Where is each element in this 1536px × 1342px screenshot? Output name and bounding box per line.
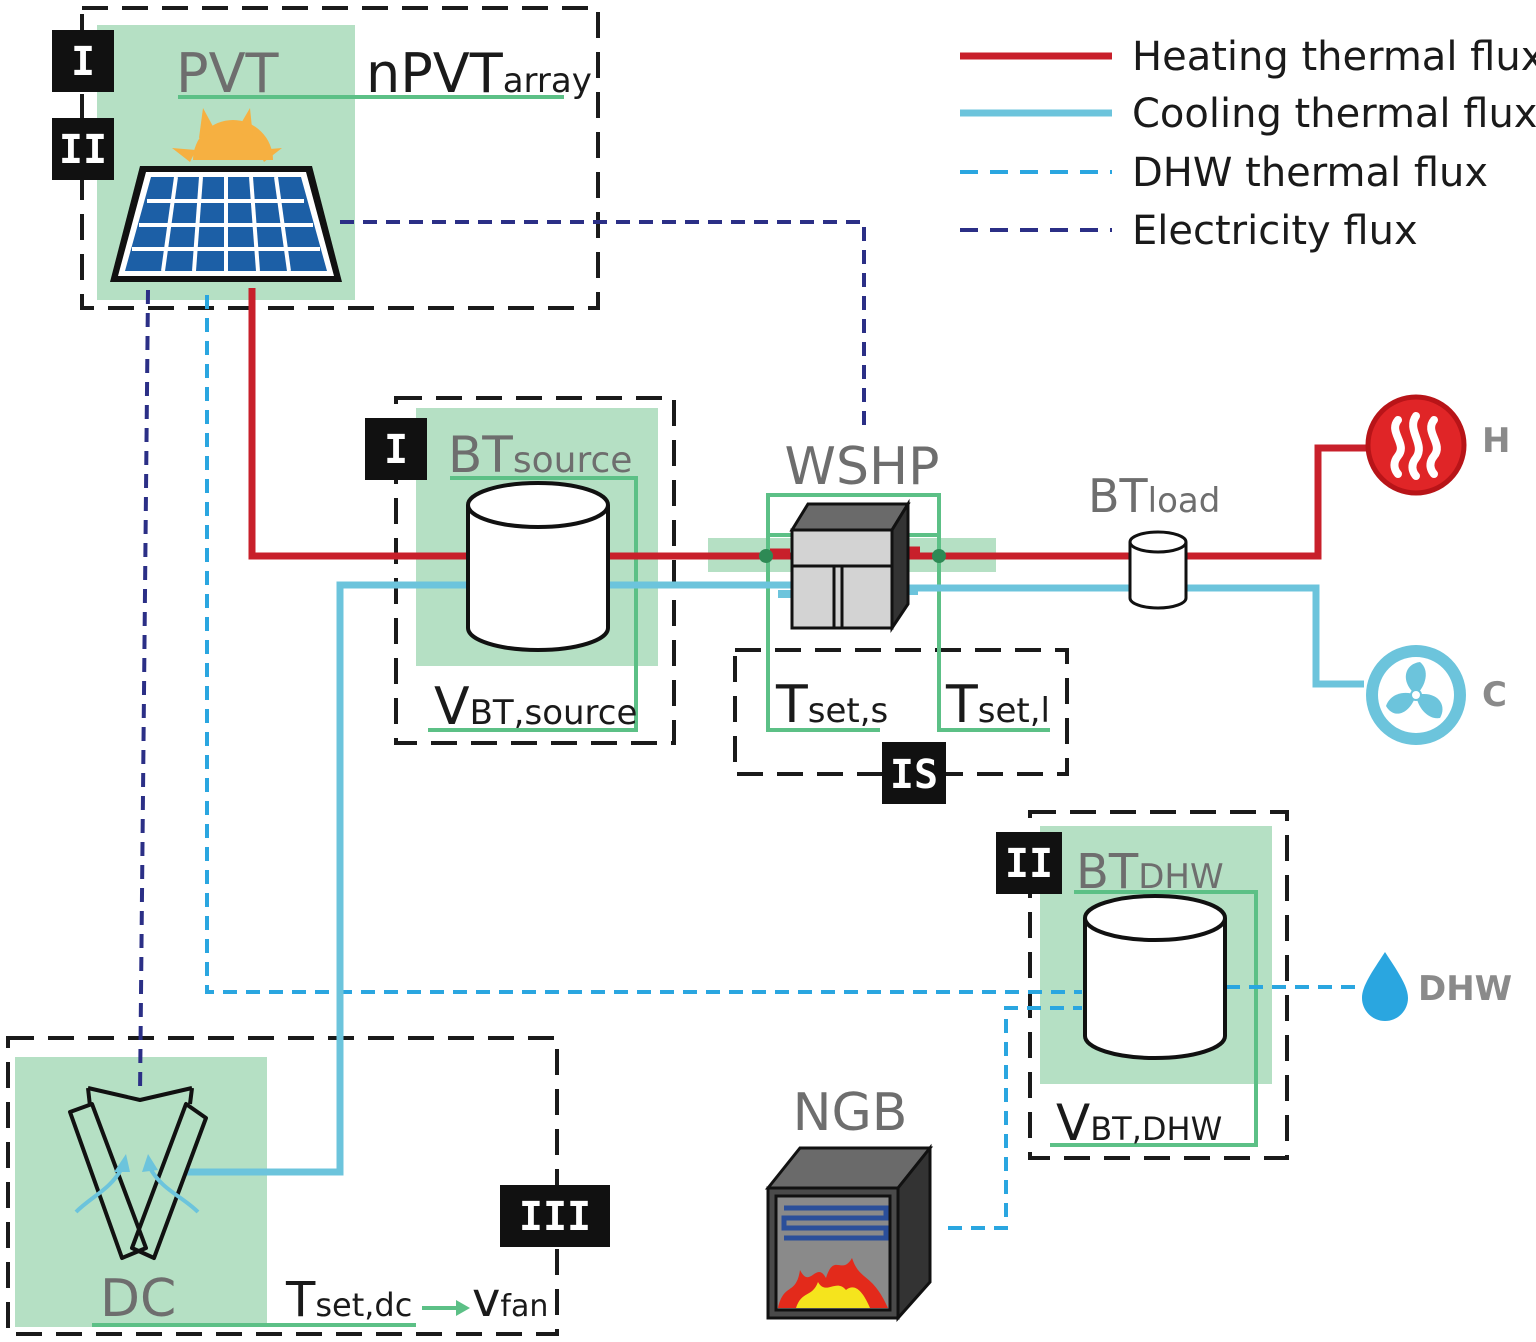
wshp-badge-label: IS [890,752,938,798]
electricity-line-pvt-to-wshp [340,220,866,430]
legend-electricity-label: Electricity flux [1132,208,1418,254]
bt-source-control-line [428,476,638,732]
legend-cooling-label: Cooling thermal flux [1132,91,1536,137]
tset-s-control-line [766,535,880,732]
pvt-badge-2 [52,118,114,180]
boiler-icon [764,1143,934,1322]
bt-dhw-subsystem-box [1028,810,1289,1160]
tset-l-label: Tset,l [945,675,1050,735]
v-bt-source-label: VBT,source [434,677,637,737]
wshp-junction-right [932,549,946,563]
cooling-sink-label: C [1482,675,1507,715]
wshp-junction-left [759,549,773,563]
bt-dhw-tank-icon [1083,894,1227,1060]
heating-line-wshp-to-sink [908,444,1366,560]
legend-heating-label: Heating thermal flux [1132,34,1536,80]
legend-dhw-label: DHW thermal flux [1132,150,1488,196]
bt-dhw-badge [996,832,1062,894]
dhw-line-ngb-to-bt-dhw [948,1006,1082,1230]
vfan-arrow-head [456,1300,470,1316]
dry-cooler-icon [68,1086,208,1260]
tset-l-control-line [937,535,1050,732]
pvt-badge-1-label: I [71,39,95,85]
bt-source-badge-label: I [384,427,408,473]
vfan-label: vfan [472,1272,548,1328]
bt-source-subsystem-box [394,396,676,745]
dhw-line-pvt-to-bt-dhw [205,295,1082,994]
pvt-label: PVT [176,42,280,105]
cooling-line-dc-to-bt-source [186,581,470,1176]
npvt-array-label: nPVTarray [366,42,592,105]
bt-load-tank-icon [1128,530,1188,610]
water-drop-icon [1362,952,1408,1021]
wshp-badge [882,742,946,804]
ngb-label: NGB [793,1083,908,1143]
cooling-line-wshp-to-sink [908,584,1364,688]
pvt-badge-1 [52,30,114,92]
electricity-line-pvt-to-dc [138,289,150,1096]
wshp-label: WSHP [785,437,940,497]
sun-icon [172,108,282,162]
heat-pump-icon [789,498,911,633]
bt-source-tank-icon [466,481,610,652]
dc-panel-bg [15,1057,267,1327]
tset-dc-label: Tset,dc [285,1272,412,1328]
heating-line-pvt-to-bt-source [248,288,470,560]
bt-source-badge [365,418,427,480]
heating-sink-label: H [1482,421,1510,461]
tset-s-label: Tset,s [775,675,888,735]
bt-dhw-control-line [1050,890,1258,1147]
dc-badge [500,1185,610,1247]
bt-dhw-label: BTDHW [1076,844,1224,900]
heating-icon [1365,394,1467,496]
dhw-sink-label: DHW [1418,969,1512,1009]
bt-source-label: BTsource [448,426,632,484]
pvt-badge-2-label: II [59,127,107,173]
fan-icon [1366,645,1466,745]
legend: Heating thermal flux Cooling thermal flu… [960,34,1536,254]
bt-load-label: BTload [1088,469,1220,523]
v-bt-dhw-label: VBT,DHW [1056,1094,1222,1152]
dc-label: DC [100,1269,176,1329]
bt-dhw-badge-label: II [1005,841,1053,887]
dc-badge-label: III [519,1194,591,1240]
solar-panel-icon [110,166,342,282]
